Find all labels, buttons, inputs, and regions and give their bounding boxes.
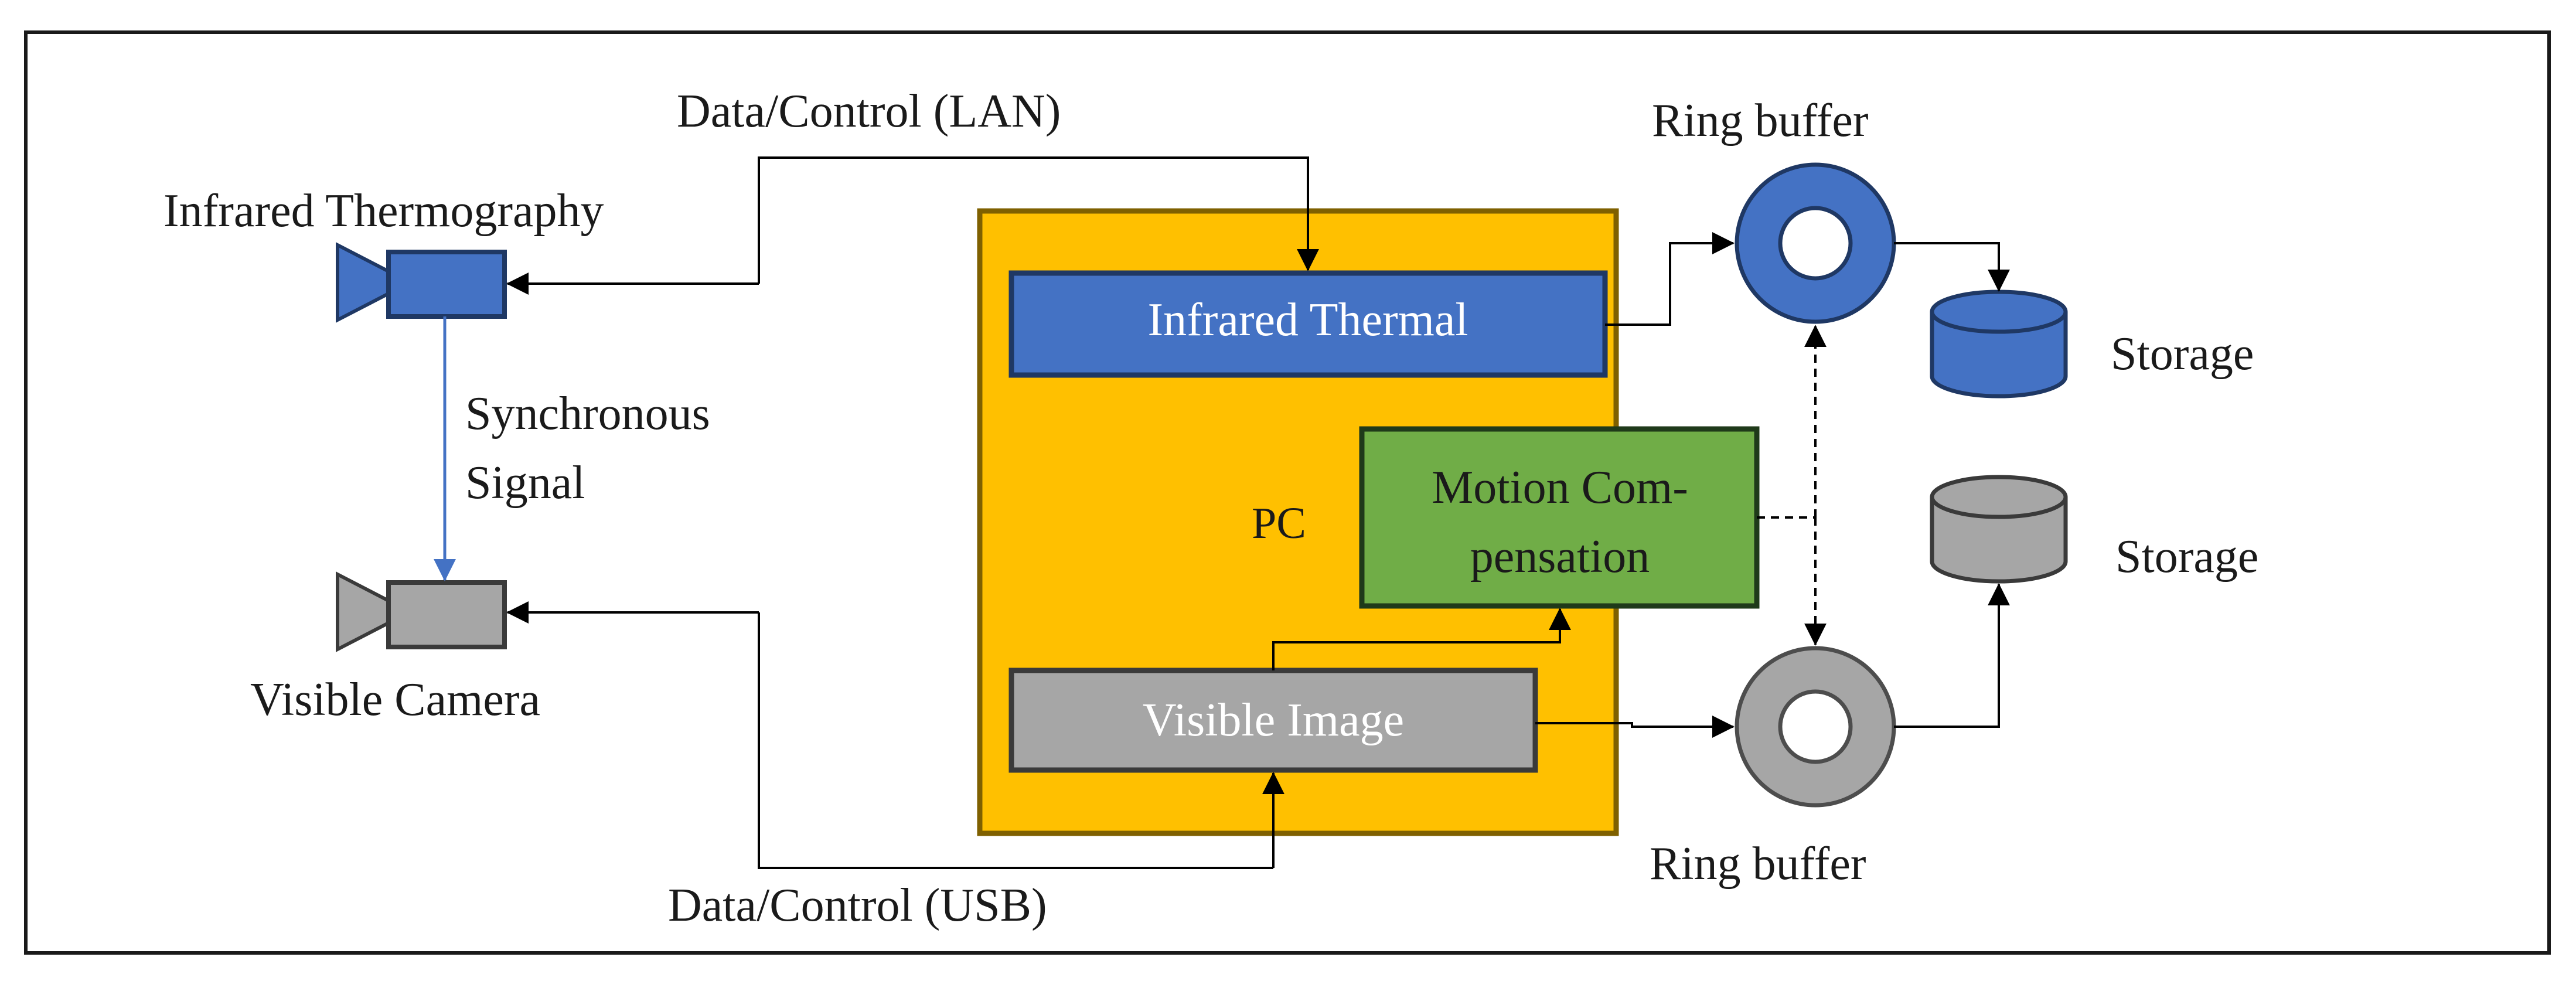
motion-compensation-line1: Motion Com- (1432, 462, 1688, 513)
visible-to-ring-bottom-arrow (1535, 716, 1735, 738)
infrared-camera-label: Infrared Thermography (163, 185, 604, 237)
sync-signal-label-1: Synchronous (465, 388, 710, 440)
motion-compensation-line2: pensation (1470, 531, 1650, 583)
lan-to-infrared-box-arrow (758, 156, 1319, 284)
infrared-thermal-box (1008, 270, 1608, 378)
pc-label: PC (1252, 499, 1306, 548)
storage-bottom-icon (1930, 475, 2068, 584)
visible-camera-label: Visible Camera (250, 674, 540, 726)
ring-buffer-bottom-icon (1735, 646, 1896, 808)
infrared-thermal-label: Infrared Thermal (1147, 294, 1468, 346)
visible-image-label: Visible Image (1143, 694, 1404, 746)
storage-top-icon (1930, 290, 2068, 399)
ring-buffer-top-icon (1735, 162, 1896, 324)
ring-top-to-storage-arrow (1894, 242, 2010, 292)
lan-link-label: Data/Control (LAN) (677, 86, 1061, 137)
visible-camera-icon (336, 571, 507, 652)
ring-buffer-top-label: Ring buffer (1652, 95, 1869, 147)
ring-bottom-to-storage-arrow (1894, 583, 2010, 728)
ring-buffer-bottom-label: Ring buffer (1650, 838, 1866, 890)
visible-to-motion-arrow (1272, 608, 1571, 670)
infrared-camera-icon (336, 242, 507, 323)
infrared-to-ring-top-arrow (1605, 232, 1735, 326)
sync-signal-label-2: Signal (465, 457, 585, 509)
storage-top-label: Storage (2111, 328, 2254, 380)
usb-to-visible-camera-arrow (758, 612, 1273, 869)
visible-image-box (1008, 668, 1538, 773)
storage-bottom-label: Storage (2115, 531, 2258, 583)
usb-link-label: Data/Control (USB) (668, 880, 1047, 931)
